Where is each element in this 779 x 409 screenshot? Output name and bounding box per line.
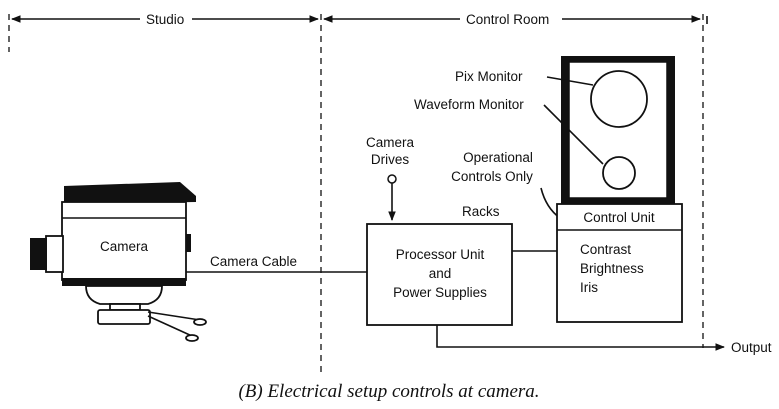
processor-unit-label-line1: Processor Unit	[396, 247, 485, 262]
studio-header: Studio	[11, 12, 319, 27]
control-unit-title: Control Unit	[583, 210, 655, 225]
waveform-monitor-screen	[602, 156, 636, 190]
camera-cable: Camera Cable	[186, 254, 367, 273]
waveform-monitor-label: Waveform Monitor	[414, 97, 524, 112]
pix-monitor-pointer	[546, 76, 594, 86]
operational-controls-line2: Controls Only	[451, 169, 533, 184]
camera-drives: Camera Drives	[366, 135, 415, 221]
camera-icon: Camera	[30, 182, 207, 342]
output-path: Output	[436, 325, 772, 355]
pan-handle-2	[147, 315, 193, 337]
control-contrast: Contrast	[580, 242, 631, 257]
processor-unit-box	[366, 223, 513, 326]
control-unit-box	[556, 203, 683, 323]
operational-controls-line1: Operational	[463, 150, 533, 165]
output-line	[436, 325, 725, 351]
camera-drives-label-line1: Camera	[366, 135, 415, 150]
figure-caption: (B) Electrical setup controls at camera.	[238, 381, 539, 402]
monitor-labels: Pix Monitor Waveform Monitor	[414, 69, 604, 165]
control-room-header: Control Room	[323, 12, 701, 27]
camera-lens	[30, 238, 47, 270]
camera-lens-mount	[45, 235, 64, 273]
control-unit: Control Unit Contrast Brightness Iris	[556, 203, 683, 323]
waveform-monitor-pointer	[543, 104, 604, 165]
pan-handle-1	[147, 311, 201, 321]
output-label: Output	[731, 340, 772, 355]
pan-handle-grip-2	[185, 334, 199, 342]
control-brightness: Brightness	[580, 261, 644, 276]
pix-monitor-screen	[590, 70, 648, 128]
camera-base-plate	[62, 278, 186, 286]
processor-unit: Processor Unit and Power Supplies	[366, 223, 513, 326]
tripod-head-block	[97, 309, 151, 325]
region-dividers	[8, 14, 708, 372]
camera-cable-label: Camera Cable	[210, 254, 297, 269]
camera-hood	[64, 182, 196, 204]
studio-label: Studio	[146, 12, 184, 27]
operational-controls: Operational Controls Only	[451, 150, 561, 219]
control-room-label: Control Room	[466, 12, 549, 27]
processor-unit-label-line2: and	[429, 266, 452, 281]
camera-side-knob	[186, 234, 191, 252]
racks-label: Racks	[462, 204, 500, 219]
control-iris: Iris	[580, 280, 598, 295]
camera-label: Camera	[100, 239, 149, 254]
pan-handle-grip-1	[193, 318, 207, 326]
camera-drives-connector	[387, 174, 397, 184]
pan-head	[85, 285, 163, 305]
camera-drives-label-line2: Drives	[371, 152, 410, 167]
pix-monitor-label: Pix Monitor	[455, 69, 523, 84]
monitor-housing	[561, 56, 675, 204]
processor-unit-label-line3: Power Supplies	[393, 285, 487, 300]
